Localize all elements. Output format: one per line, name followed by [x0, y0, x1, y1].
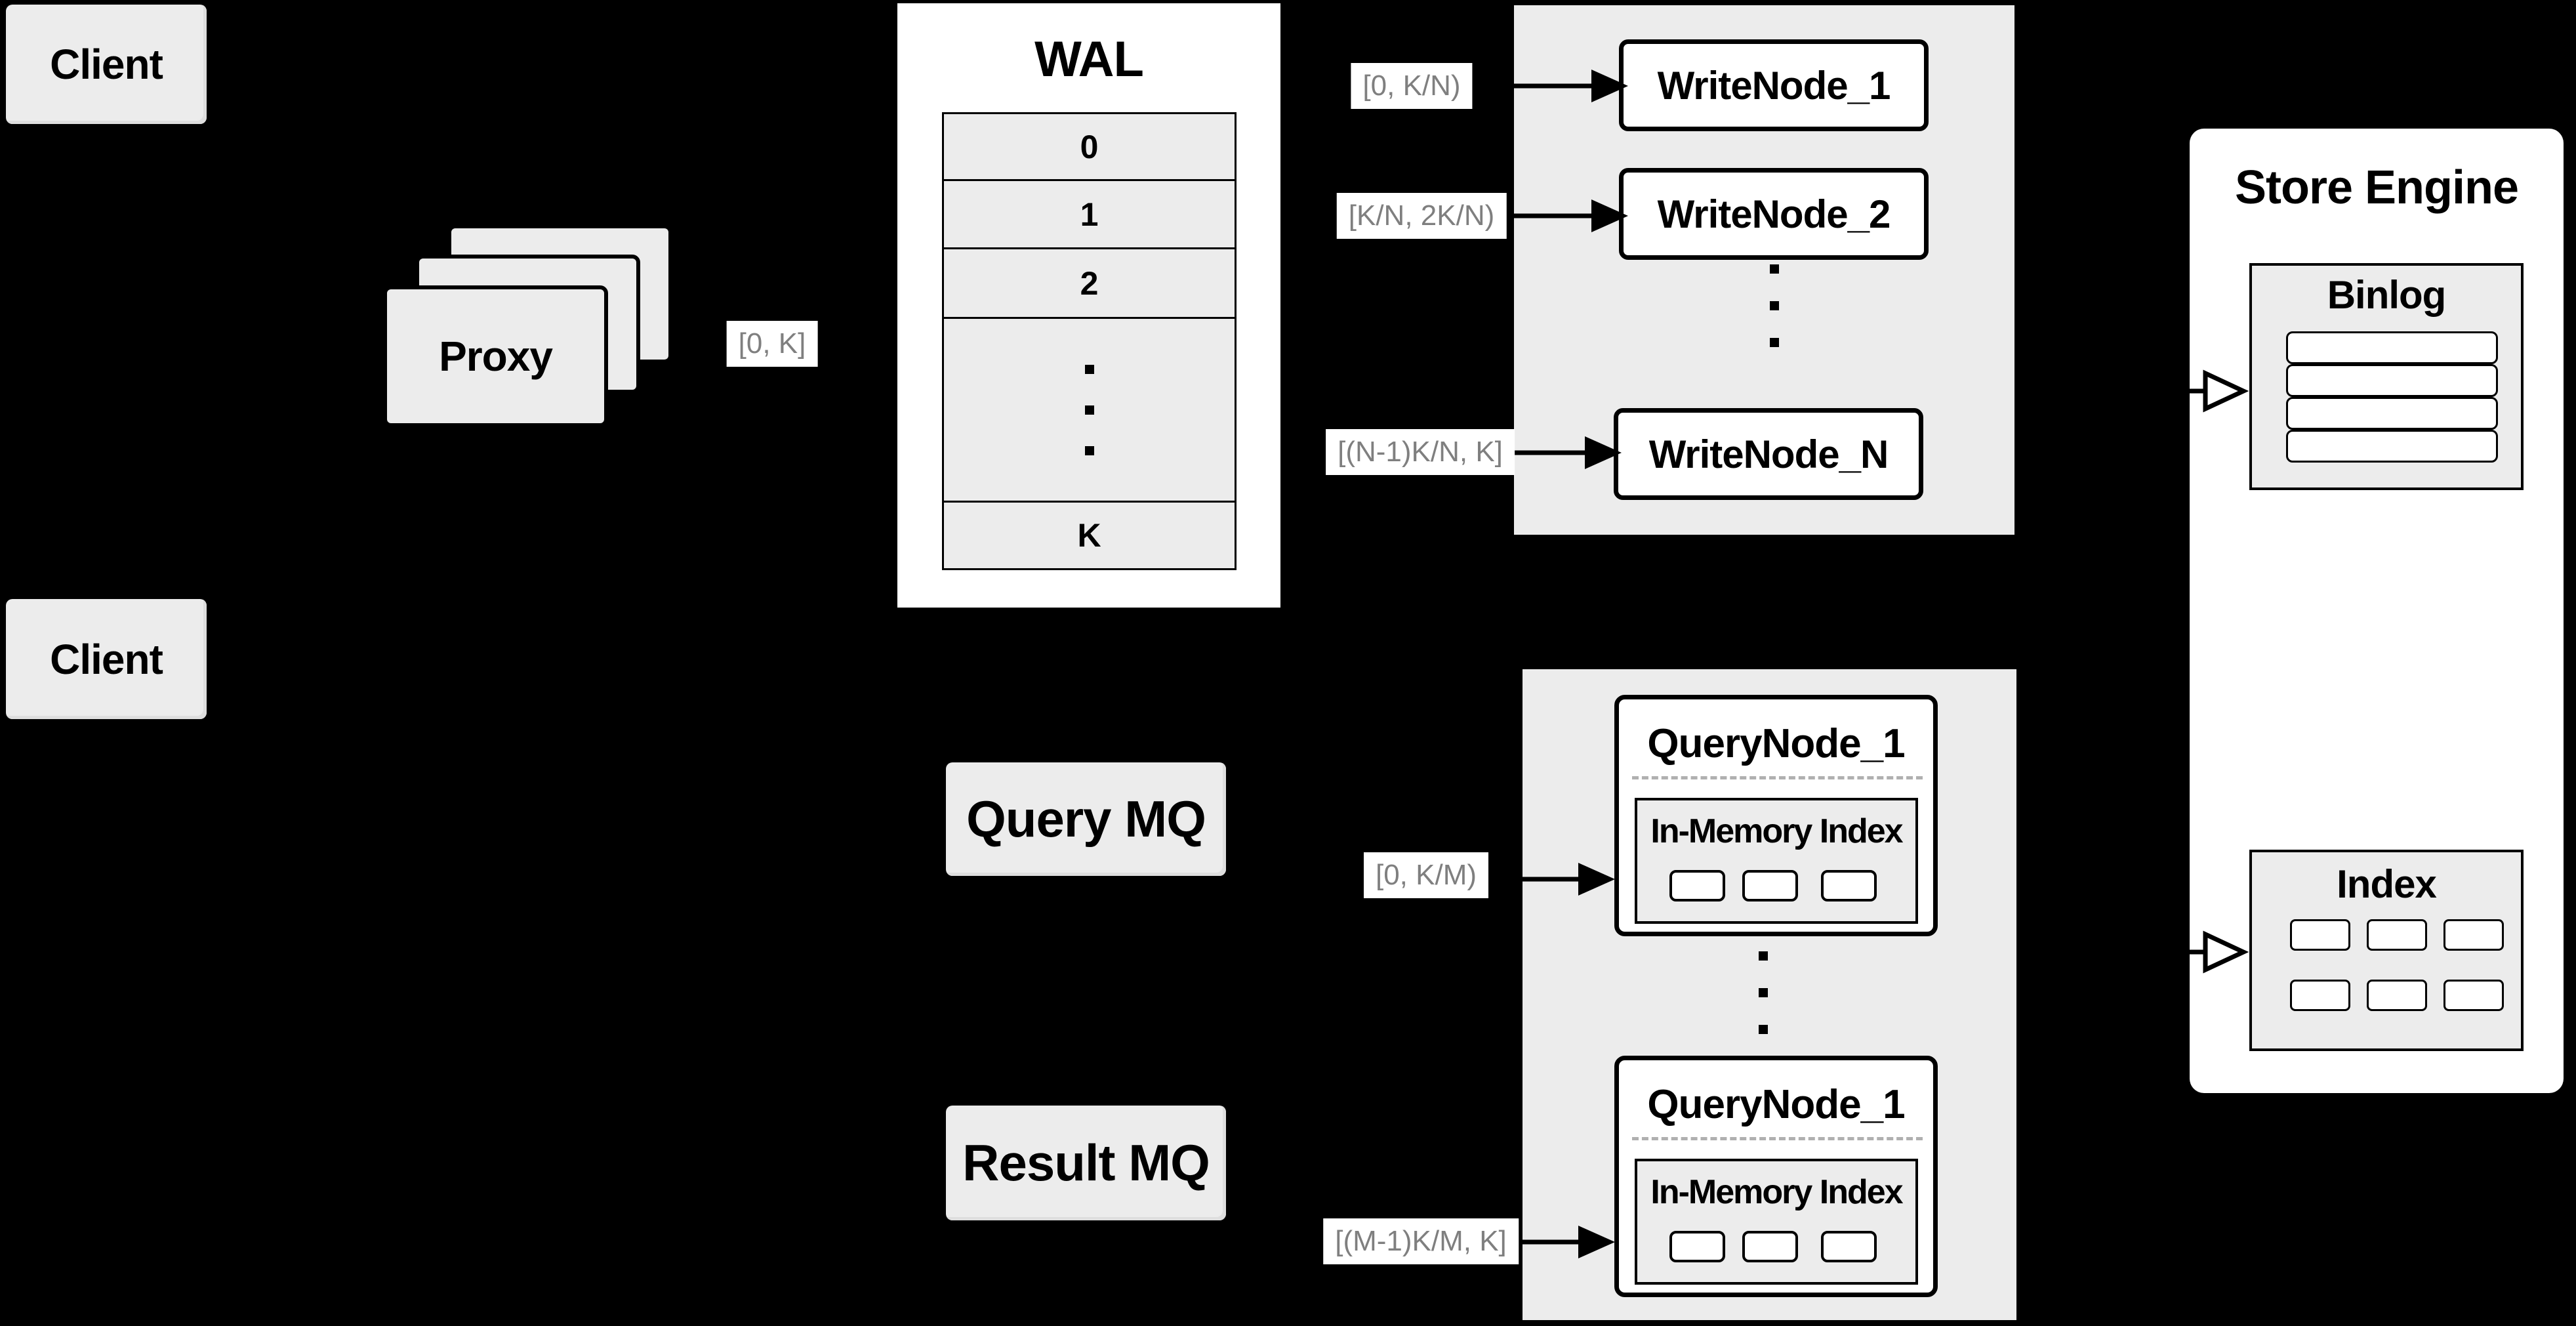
binlog-segment — [2286, 397, 2498, 430]
index-title: Index — [2337, 862, 2437, 906]
wal-title: WAL — [1034, 31, 1144, 87]
query-mq-label: Query MQ — [966, 790, 1206, 848]
segment-slot — [1742, 1231, 1798, 1262]
segment-slot — [1742, 870, 1798, 901]
range-label-writenode-1: [0, K/N) — [1351, 63, 1473, 109]
binlog-title: Binlog — [2327, 273, 2447, 317]
range-label-writenode-n: [(N-1)K/N, K] — [1326, 429, 1515, 475]
binlog-segment — [2286, 430, 2498, 463]
range-label-querynode-m: [(M-1)K/M, K] — [1323, 1218, 1519, 1264]
binlog-segment — [2286, 364, 2498, 397]
segment-slot — [1821, 1231, 1877, 1262]
index-box: Index — [2249, 850, 2524, 1051]
store-engine-title: Store Engine — [2234, 161, 2519, 214]
segment-slot — [1821, 870, 1877, 901]
wal-table: 0 1 2 K — [942, 112, 1237, 570]
write-node-n-box: WriteNode_N — [1614, 408, 1923, 500]
proxy-box: Proxy — [383, 285, 608, 427]
binlog-box: Binlog — [2249, 263, 2524, 490]
wal-row-ellipsis — [942, 317, 1237, 503]
range-label-proxy-wal: [0, K] — [726, 321, 818, 367]
index-cell — [2290, 980, 2350, 1011]
result-mq-box: Result MQ — [946, 1106, 1226, 1220]
client-bottom-label: Client — [50, 635, 163, 683]
ellipsis-dots — [1759, 951, 1768, 1034]
index-cell — [2443, 919, 2504, 951]
dashed-divider — [1632, 776, 1923, 779]
result-mq-label: Result MQ — [962, 1134, 1210, 1191]
write-node-group: WriteNode_1 WriteNode_2 WriteNode_N — [1514, 5, 2014, 535]
in-memory-index-bottom-title: In-Memory Index — [1650, 1173, 1903, 1211]
in-memory-index-top-title: In-Memory Index — [1650, 812, 1903, 850]
in-memory-index-bottom-box: In-Memory Index — [1635, 1159, 1918, 1285]
dashed-divider — [1632, 1137, 1923, 1140]
ellipsis-dots — [1084, 364, 1094, 455]
binlog-segment — [2286, 331, 2498, 364]
range-label-writenode-2: [K/N, 2K/N) — [1336, 193, 1507, 239]
wal-row-2: 2 — [942, 247, 1237, 319]
wal-row-0: 0 — [942, 112, 1237, 181]
query-node-top-box: QueryNode_1 In-Memory Index — [1614, 695, 1938, 936]
wal-row-0-label: 0 — [1080, 128, 1099, 165]
client-top-box: Client — [6, 5, 207, 124]
query-mq-box: Query MQ — [946, 762, 1226, 876]
write-node-2-label: WriteNode_2 — [1657, 192, 1891, 236]
write-node-1-label: WriteNode_1 — [1657, 63, 1891, 108]
proxy-label: Proxy — [439, 333, 553, 380]
query-node-bottom-box: QueryNode_1 In-Memory Index — [1614, 1056, 1938, 1297]
write-node-2-box: WriteNode_2 — [1619, 168, 1929, 260]
write-node-1-box: WriteNode_1 — [1619, 39, 1929, 131]
wal-row-k-label: K — [1077, 517, 1101, 554]
in-memory-index-top-box: In-Memory Index — [1635, 798, 1918, 924]
store-engine-box: Store Engine Binlog Index — [2190, 129, 2564, 1093]
wal-box: WAL 0 1 2 K — [897, 3, 1280, 608]
index-cell — [2443, 980, 2504, 1011]
segment-slot — [1669, 870, 1725, 901]
client-bottom-box: Client — [6, 599, 207, 719]
wal-row-1: 1 — [942, 179, 1237, 249]
index-cell — [2367, 980, 2427, 1011]
wal-row-1-label: 1 — [1080, 196, 1099, 233]
range-label-querynode-1: [0, K/M) — [1363, 852, 1489, 898]
client-top-label: Client — [50, 41, 163, 88]
wal-row-k: K — [942, 501, 1237, 570]
index-cell — [2367, 919, 2427, 951]
ellipsis-dots — [1770, 264, 1779, 347]
query-node-group: QueryNode_1 In-Memory Index QueryNode_1 … — [1523, 669, 2016, 1320]
query-node-top-title: QueryNode_1 — [1647, 721, 1905, 766]
wal-row-2-label: 2 — [1080, 264, 1099, 302]
index-cell — [2290, 919, 2350, 951]
query-node-bottom-title: QueryNode_1 — [1647, 1082, 1905, 1127]
segment-slot — [1669, 1231, 1725, 1262]
write-node-n-label: WriteNode_N — [1648, 432, 1889, 476]
